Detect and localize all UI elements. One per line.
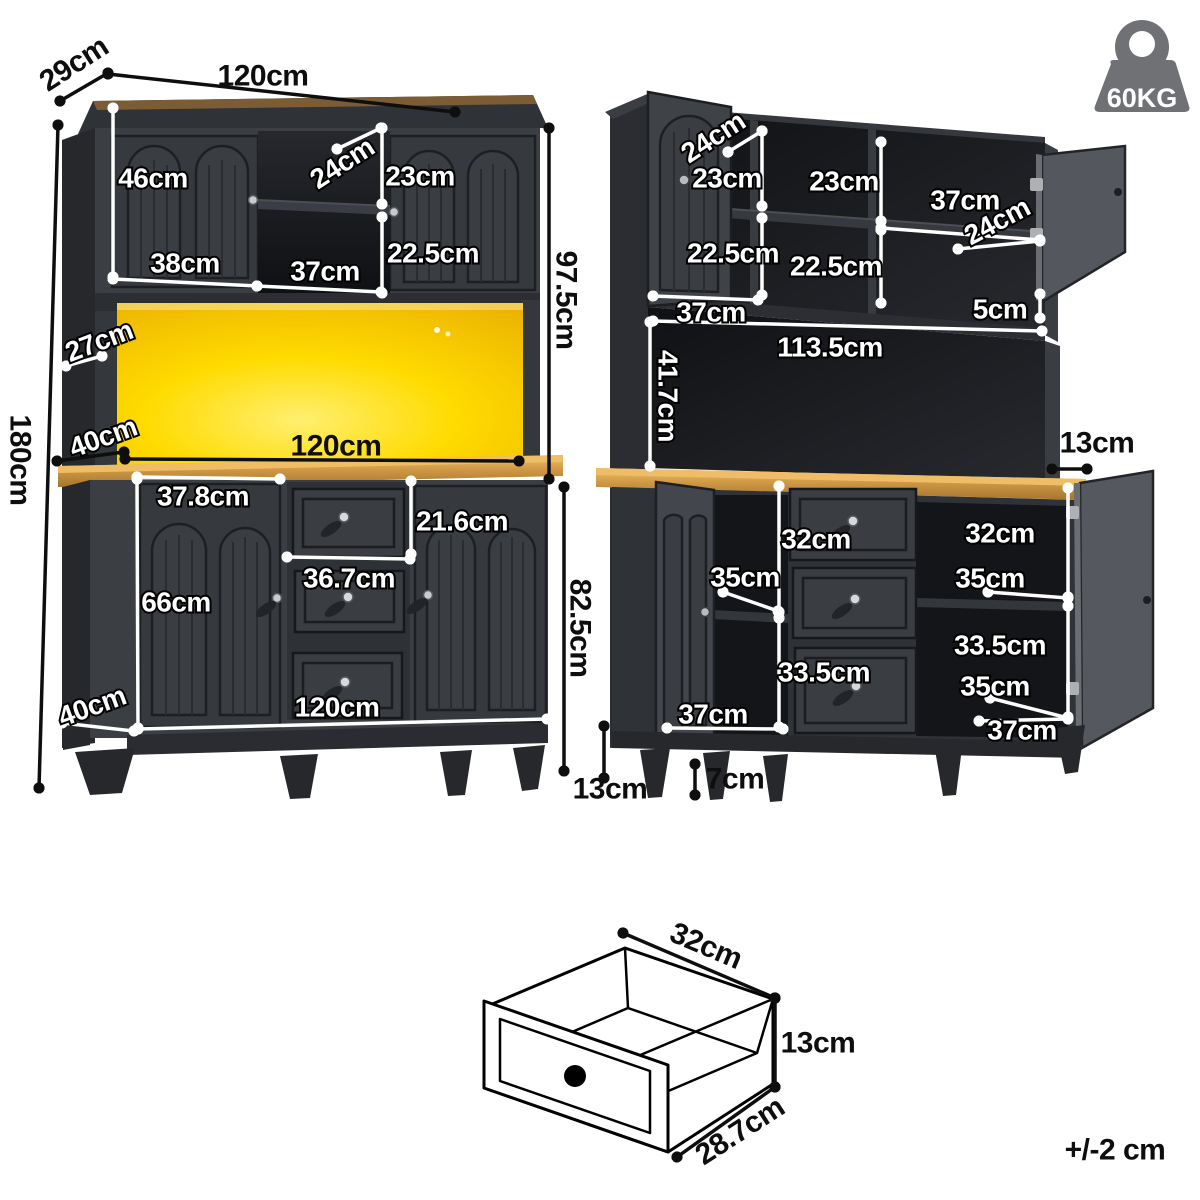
front-view-cabinet	[58, 95, 563, 799]
dim-upper-lower-cubby-height: 22.5cm	[387, 238, 479, 269]
weight-capacity-badge: 60KG	[1094, 20, 1190, 113]
dim-open-opening-width-left: 37cm	[678, 699, 748, 730]
open-door-top-left	[646, 90, 733, 308]
open-door-base-right	[1066, 469, 1155, 751]
dim-open-leg-height: 13cm	[573, 773, 648, 806]
front-view-dimension-lines	[33, 67, 570, 794]
keyhole	[1143, 596, 1151, 604]
knob	[388, 206, 400, 218]
keyhole	[678, 174, 690, 186]
dim-open-lower-zone-right: 33.5cm	[954, 630, 1046, 661]
knob	[271, 592, 283, 604]
dim-open-alcove-height: 41.7cm	[653, 350, 684, 442]
drawer-front	[291, 487, 406, 559]
tolerance-note: +/-2 cm	[1065, 1134, 1166, 1167]
keyhole	[1114, 188, 1122, 196]
weight-icon-body	[1094, 60, 1190, 112]
dim-open-lower-depth-right: 35cm	[960, 671, 1030, 702]
dim-front-base-height: 82.5cm	[564, 579, 597, 678]
drawer-front	[788, 487, 918, 562]
dim-open-alcove-width: 113.5cm	[777, 332, 883, 363]
dim-alcove-width: 120cm	[291, 430, 382, 463]
dim-open-lower-cubby-center: 22.5cm	[790, 251, 882, 282]
drawer-front	[291, 651, 404, 720]
led-light-icon	[434, 327, 440, 333]
dim-base-door-width: 37.8cm	[157, 481, 249, 512]
drawer-front	[293, 569, 406, 634]
dim-upper-door-width: 38cm	[150, 248, 220, 279]
keyhole	[699, 606, 711, 618]
dim-open-foot-height: 7cm	[706, 763, 765, 796]
dim-drawer-height: 13cm	[781, 1027, 856, 1060]
dim-open-lower-zone-left: 33.5cm	[778, 657, 870, 688]
dim-open-door-width: 37cm	[676, 297, 746, 328]
dim-upper-door-height: 46cm	[118, 163, 188, 194]
dim-base-drawer-width: 36.7cm	[303, 563, 395, 594]
dim-open-opening-depth-left: 35cm	[710, 562, 780, 593]
dim-open-opening-height-right: 32cm	[965, 518, 1035, 549]
open-door-base-left	[654, 480, 716, 752]
led-light-icon	[445, 331, 451, 337]
drawer-front	[791, 566, 918, 640]
dim-open-counter-overhang: 13cm	[1060, 427, 1135, 460]
dim-front-hutch-height: 97.5cm	[550, 251, 583, 350]
drawer-knob	[564, 1065, 586, 1087]
dim-front-top-width: 120cm	[218, 60, 309, 93]
knob	[247, 194, 259, 206]
dim-open-cubby-height-center: 23cm	[809, 166, 879, 197]
dim-upper-cubby-width: 37cm	[290, 256, 360, 287]
drawer-front	[793, 646, 918, 735]
open-view-dimension-lines	[598, 125, 1093, 801]
dim-open-lower-cubby-left: 22.5cm	[687, 238, 779, 269]
dim-base-drawer-height: 21.6cm	[416, 506, 508, 537]
dim-base-door-height: 66cm	[141, 587, 211, 618]
weight-capacity-label: 60KG	[1107, 83, 1178, 113]
led-lit-alcove	[117, 303, 523, 465]
dim-base-width: 120cm	[295, 692, 380, 723]
hinge	[1030, 178, 1043, 191]
dim-open-cubby-height-left: 23cm	[692, 163, 762, 194]
knob	[422, 589, 434, 601]
dim-open-ledge-height: 5cm	[973, 294, 1028, 325]
dim-open-opening-width-right: 37cm	[987, 715, 1057, 746]
drawer-detail-diagram: 32cm 13cm 28.7cm	[482, 916, 856, 1172]
dim-open-opening-height-left: 32cm	[781, 524, 851, 555]
dim-open-cubby-width-right: 37cm	[930, 185, 1000, 216]
dim-front-overall-height: 180cm	[4, 415, 37, 506]
dim-open-opening-depth-right: 35cm	[955, 563, 1025, 594]
dim-upper-cubby-height: 23cm	[385, 161, 455, 192]
open-door-top-right	[1030, 144, 1127, 305]
dim-front-top-depth: 29cm	[34, 30, 115, 98]
